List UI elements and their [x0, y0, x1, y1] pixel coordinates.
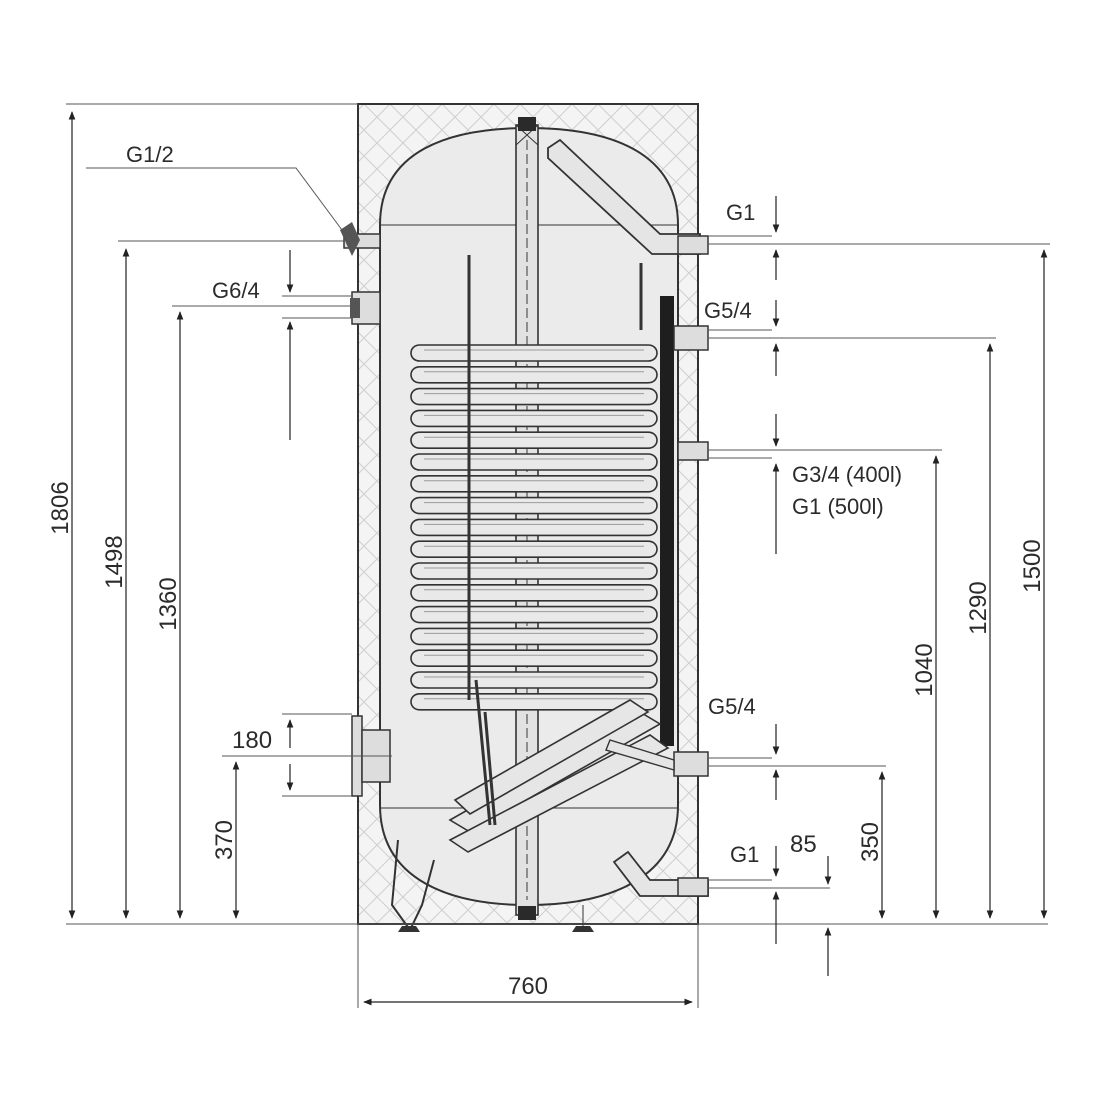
- coil-turn: [410, 344, 658, 362]
- coil-turn: [410, 431, 658, 449]
- dim-85: 85: [790, 831, 817, 858]
- coil-turn: [410, 366, 658, 384]
- coil-turn: [410, 671, 658, 689]
- coil-turn: [410, 627, 658, 646]
- dim-1360: 1360: [155, 577, 182, 630]
- coil-turn: [410, 409, 658, 428]
- coil-turn: [410, 605, 658, 624]
- tank-foot-left: [398, 926, 420, 932]
- label-g1-bottom: G1: [730, 842, 759, 867]
- tank-foot-right: [572, 926, 594, 932]
- coil-turn: [410, 496, 658, 515]
- coil-turn: [410, 453, 658, 471]
- label-g5-4-bottom: G5/4: [708, 694, 756, 719]
- extension-lines: [66, 103, 1050, 1008]
- sensor-bar: [660, 296, 674, 746]
- heat-exchanger-coil: [410, 344, 658, 711]
- dim-180: 180: [232, 727, 272, 754]
- dim-1290: 1290: [965, 581, 992, 634]
- label-g3-4-400l: G3/4 (400l): [792, 462, 902, 487]
- dim-1040: 1040: [911, 643, 938, 696]
- dimension-arrows: [68, 111, 1048, 1006]
- label-g1-2: G1/2: [126, 142, 174, 167]
- coil-turn: [410, 584, 658, 602]
- dim-1500: 1500: [1019, 539, 1046, 592]
- dim-370: 370: [211, 820, 238, 860]
- dim-760: 760: [508, 973, 548, 1000]
- dim-1806: 1806: [47, 481, 74, 534]
- coil-turn: [410, 518, 658, 537]
- coil-turn: [410, 693, 658, 711]
- coil-turn: [410, 649, 658, 667]
- bottom-coil: [448, 679, 670, 853]
- dim-1498: 1498: [101, 535, 128, 588]
- label-g5-4-top: G5/4: [704, 298, 752, 323]
- coil-turn: [410, 387, 658, 406]
- label-g1-top: G1: [726, 200, 755, 225]
- coil-turn: [410, 562, 658, 580]
- label-g6-4: G6/4: [212, 278, 260, 303]
- coil-turn: [410, 540, 658, 558]
- dim-350: 350: [857, 822, 884, 862]
- label-g1-500l: G1 (500l): [792, 494, 884, 519]
- coil-turn: [410, 475, 658, 493]
